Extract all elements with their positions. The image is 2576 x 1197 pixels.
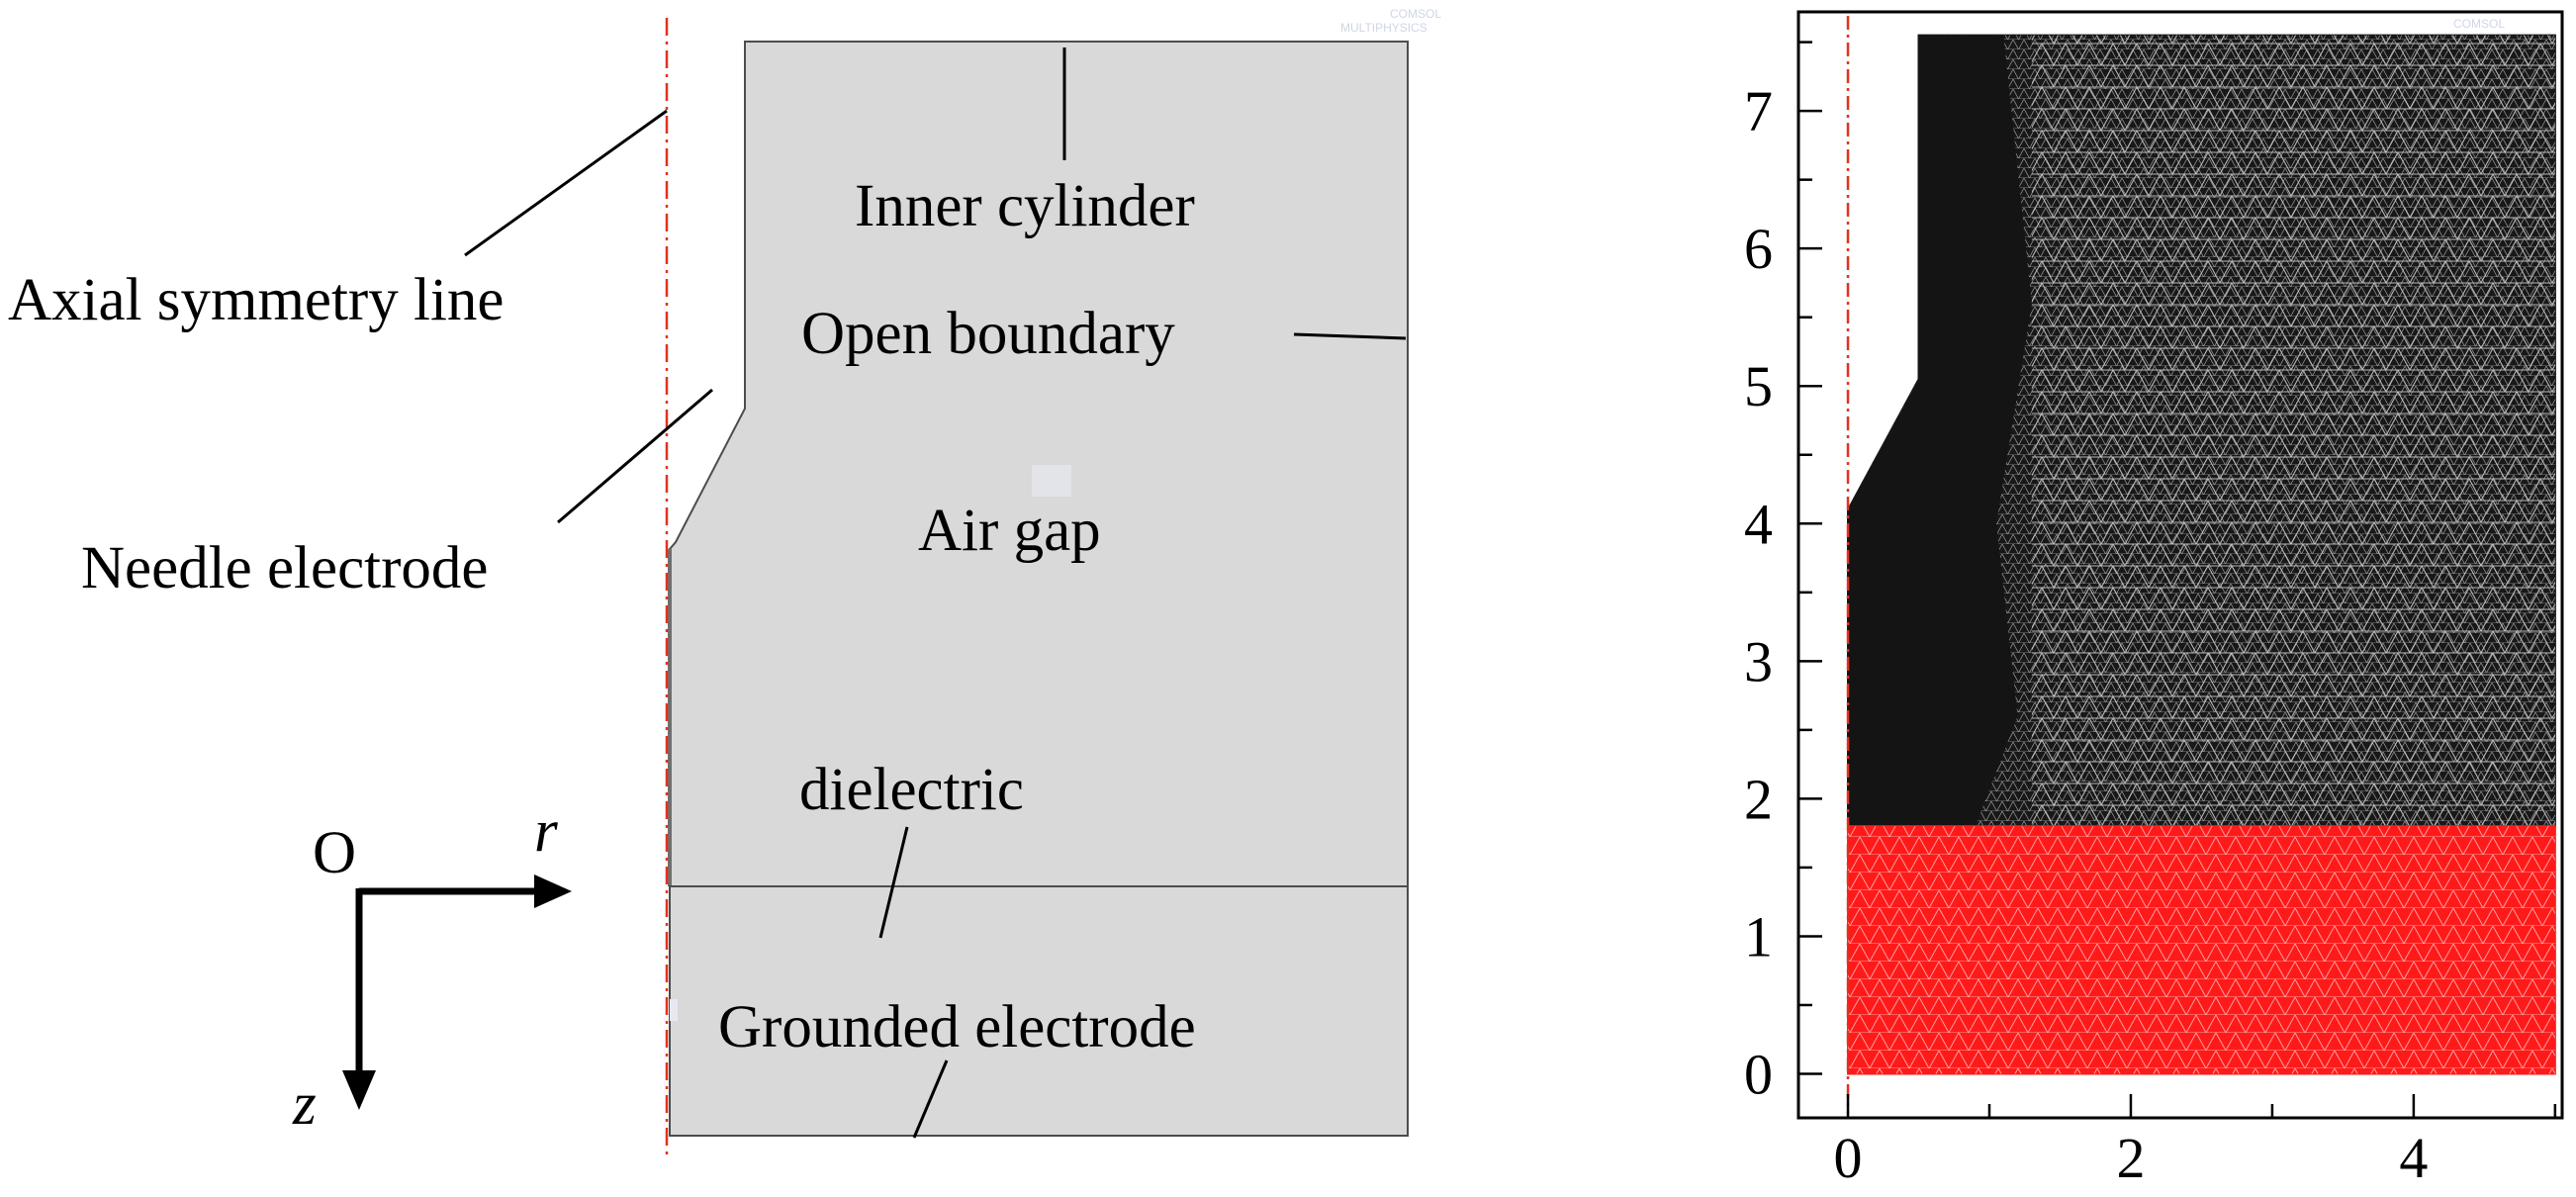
leader-needle-electrode [557,388,713,524]
marker-square [1032,465,1071,497]
leader-axial-symmetry [464,109,668,257]
label-open-boundary: Open boundary [801,301,1175,367]
y-tick-label: 4 [1744,492,1773,556]
y-tick-label: 2 [1744,767,1773,831]
mesh-axes: 0 1 2 3 4 5 6 7 0 2 4 COMSOL [1744,10,2564,1190]
x-tick-label: 0 [1834,1126,1863,1190]
air-gap-domain [669,41,1409,887]
label-needle-electrode: Needle electrode [81,535,488,601]
x-tick-label: 2 [2116,1126,2145,1190]
y-tick-label: 1 [1744,904,1773,968]
mesh-watermark: COMSOL [2453,17,2505,31]
mesh-plot: 0 1 2 3 4 5 6 7 0 2 4 COMSOL [1744,10,2564,1190]
z-axis-label: z [292,1071,317,1138]
mesh-refined-zone [1848,35,2032,827]
label-inner-cylinder: Inner cylinder [855,173,1195,239]
leader-dielectric [878,826,909,939]
label-dielectric: dielectric [799,757,1024,823]
origin-label: O [313,820,356,886]
watermark-line-1: COMSOL [1390,7,1441,21]
geometry-schematic: Inner cylinder Open boundary Axial symme… [8,7,1441,1155]
leader-grounded-electrode [912,1059,949,1139]
mesh-dielectric-grid [1848,826,2555,1074]
y-tick-label: 6 [1744,217,1773,281]
z-axis-arrowhead [342,1070,376,1110]
label-axial-symmetry-line: Axial symmetry line [8,267,504,333]
marker-square-small [670,999,678,1021]
plot-frame [1796,10,2564,1120]
mesh-air-coarse-grid [2031,35,2555,827]
y-tick-label: 0 [1744,1043,1773,1107]
x-tick-label: 4 [2399,1126,2428,1190]
y-tick-label: 3 [1744,629,1773,693]
y-tick-label: 7 [1744,79,1773,143]
r-axis-arrowhead [534,875,572,908]
needle-electrode-shape [668,549,672,886]
watermark-line-2: MULTIPHYSICS [1340,21,1427,35]
label-air-gap: Air gap [918,498,1101,564]
r-axis-label: r [534,798,558,865]
coordinate-axes: O r z [292,798,572,1138]
dielectric-domain [669,885,1409,1137]
mesh-regions [1846,16,2556,1114]
label-grounded-electrode: Grounded electrode [718,994,1196,1060]
y-tick-label: 5 [1744,354,1773,418]
leader-open-boundary [1293,332,1407,340]
